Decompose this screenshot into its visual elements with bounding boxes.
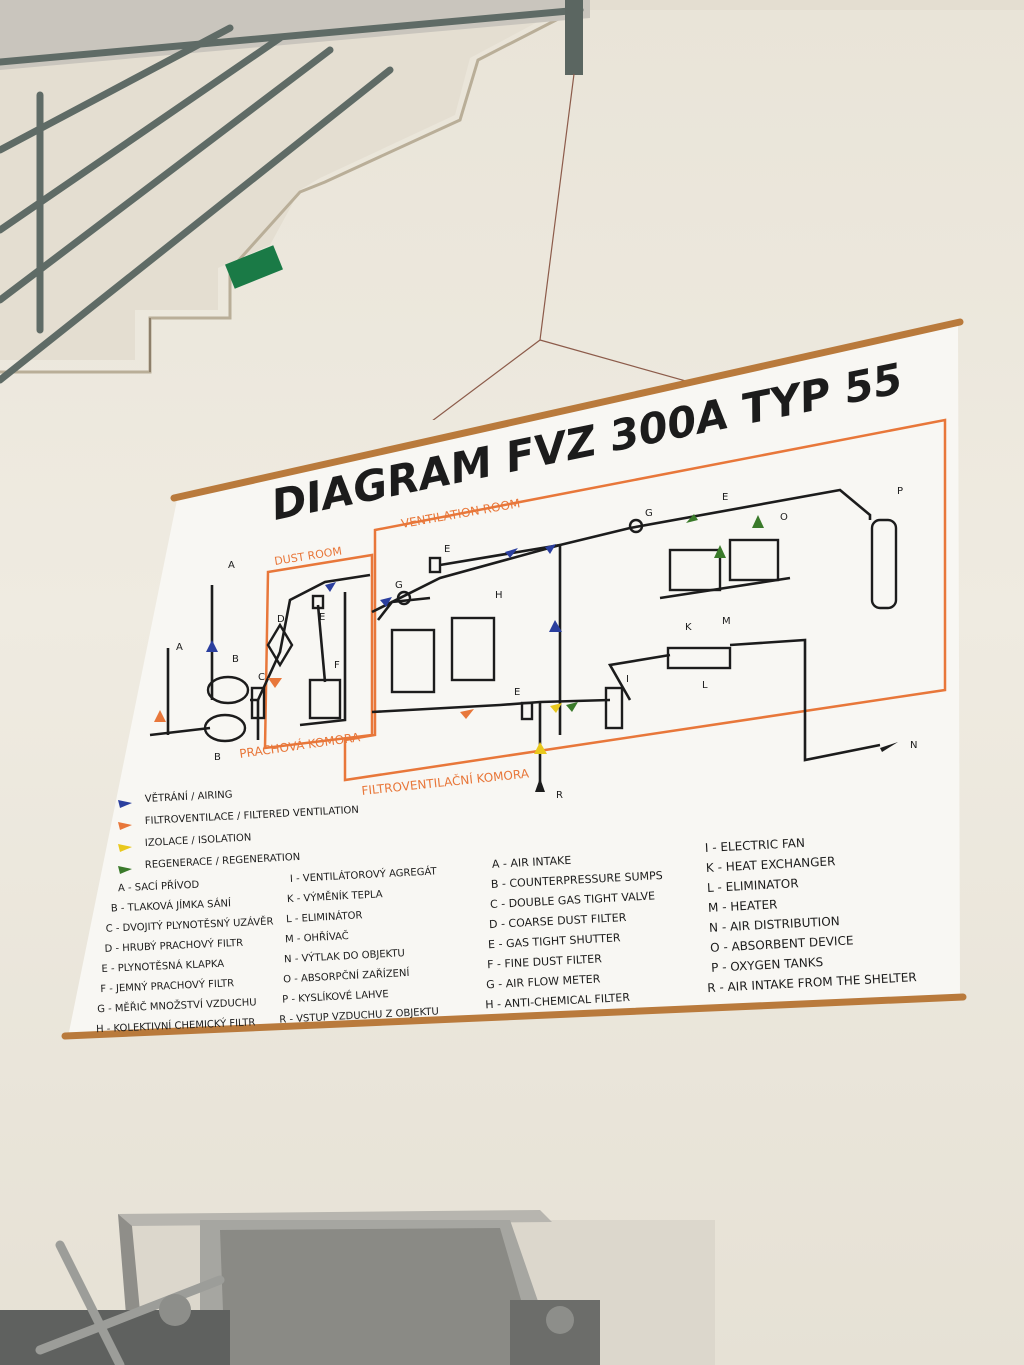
node-label-b-top: B [232, 654, 239, 665]
node-label-c: C [258, 672, 265, 683]
legend-arrow-isolation [118, 844, 132, 852]
key-en2-1: K - HEAT EXCHANGER [706, 854, 836, 875]
key-en2-3: M - HEATER [708, 897, 778, 915]
node-label-e2: E [444, 544, 450, 555]
legend-arrow-regeneration [118, 866, 132, 874]
node-label-n: N [910, 740, 917, 751]
node-label-h: H [495, 590, 503, 601]
node-label-m: M [722, 616, 731, 627]
node-label-b-bottom: B [214, 752, 221, 763]
node-labels: A A B B C D E E E E F G G H I K M L N O … [176, 486, 917, 801]
node-label-e4: E [722, 492, 728, 503]
node-label-p: P [897, 486, 903, 497]
key-cz2-2: L - ELIMINÁTOR [286, 908, 363, 925]
node-label-i: I [626, 674, 629, 685]
node-label-a-left: A [176, 642, 183, 653]
node-label-f: F [334, 660, 340, 671]
key-en2-6: P - OXYGEN TANKS [711, 955, 824, 975]
key-cz1-0: A - SACÍ PŘÍVOD [118, 878, 200, 895]
node-label-a-top: A [228, 560, 235, 571]
ventilation-hatch [0, 1210, 715, 1365]
components [203, 518, 898, 743]
poster-sheet [68, 325, 960, 1037]
node-label-d: D [277, 614, 285, 625]
piping [149, 488, 881, 790]
top-wooden-rod [170, 318, 964, 502]
key-en1-5: F - FINE DUST FILTER [487, 952, 603, 971]
key-en1-0: A - AIR INTAKE [492, 854, 572, 871]
node-label-g1: G [395, 580, 403, 591]
key-english-col1: A - AIR INTAKE B - COUNTERPRESSURE SUMPS… [485, 854, 663, 1012]
node-label-g2: G [645, 508, 653, 519]
room-outlines [263, 418, 947, 782]
bottom-wooden-rod [61, 993, 967, 1040]
node-label-l: L [702, 680, 708, 691]
node-label-e1: E [319, 612, 325, 623]
legend-arrow-filtered [118, 822, 132, 830]
staircase [0, 0, 1024, 420]
key-cz2-3: M - OHŘÍVAČ [285, 929, 349, 945]
key-en2-4: N - AIR DISTRIBUTION [709, 914, 840, 935]
key-en2-2: L - ELIMINATOR [707, 876, 799, 895]
node-label-e3: E [514, 687, 520, 698]
flow-arrows [154, 514, 898, 792]
key-en1-6: G - AIR FLOW METER [486, 972, 601, 991]
key-en2-0: I - ELECTRIC FAN [705, 836, 806, 855]
node-label-k: K [685, 622, 692, 633]
node-label-o: O [780, 512, 788, 523]
node-label-r: R [556, 790, 563, 801]
legend-arrow-airing [118, 800, 132, 808]
